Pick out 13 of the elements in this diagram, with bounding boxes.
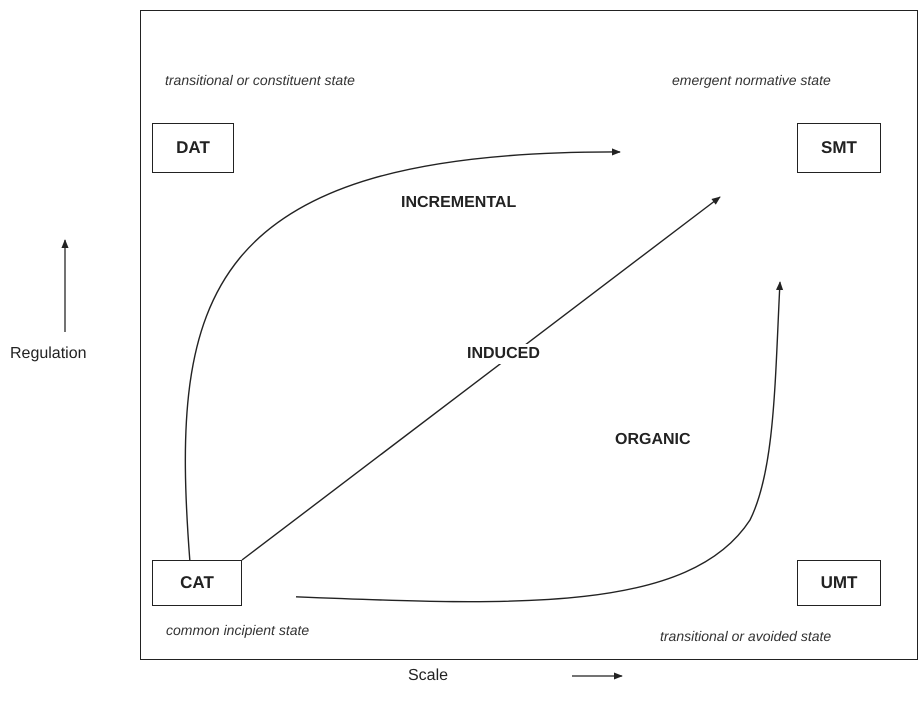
arrow xyxy=(296,281,784,602)
state-caption: transitional or constituent state xyxy=(165,72,355,88)
state-caption: emergent normative state xyxy=(672,72,831,88)
state-box: SMT xyxy=(797,123,881,173)
state-caption: transitional or avoided state xyxy=(660,628,832,644)
state-box: UMT xyxy=(797,560,881,606)
arrow xyxy=(184,148,621,560)
state-box: CAT xyxy=(152,560,242,606)
arrow xyxy=(242,196,721,561)
state-caption: common incipient state xyxy=(166,622,310,638)
axis-label: Scale xyxy=(408,667,448,685)
state-box: DAT xyxy=(152,123,234,173)
axis-label: Regulation xyxy=(10,345,86,363)
